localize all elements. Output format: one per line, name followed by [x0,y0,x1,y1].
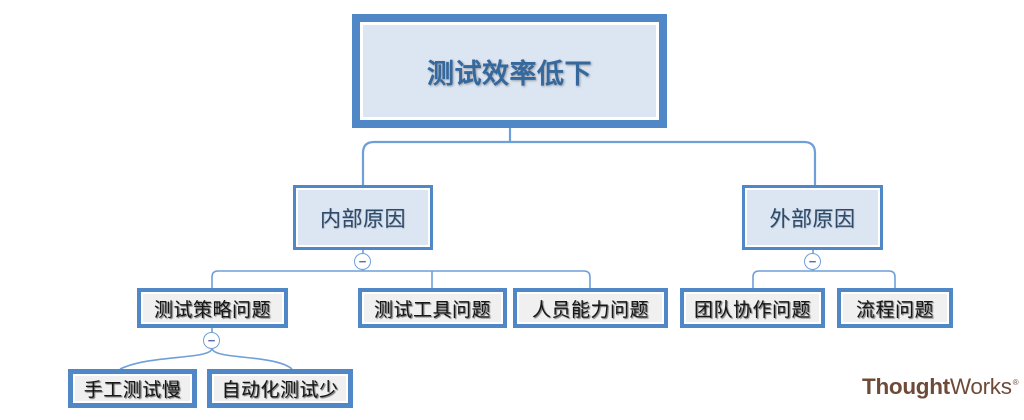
node-root-label: 测试效率低下 [427,58,592,89]
node-internal-causes-label: 内部原因 [320,207,406,231]
collapse-toggle-external[interactable]: − [804,253,821,270]
connector-root-branches [361,140,817,186]
node-manual-testing-slow[interactable]: 手工测试慢 [68,369,197,408]
minus-icon: − [808,253,817,269]
node-test-strategy[interactable]: 测试策略问题 [137,288,288,328]
registered-mark-icon: ® [1012,378,1019,387]
connector-strategy-right-curve [211,347,293,370]
collapse-toggle-strategy[interactable]: − [203,332,220,349]
node-process-label: 流程问题 [855,299,934,321]
node-teamwork[interactable]: 团队协作问题 [680,288,825,328]
node-test-tools-label: 测试工具问题 [373,299,491,321]
node-external-causes[interactable]: 外部原因 [742,185,883,250]
node-internal-causes[interactable]: 内部原因 [293,185,433,250]
connector-strategy-left-curve [119,347,213,370]
node-people-skills-label: 人员能力问题 [531,299,649,321]
logo-text-regular: Works [949,374,1012,399]
node-test-tools[interactable]: 测试工具问题 [358,288,507,328]
node-root[interactable]: 测试效率低下 [352,14,667,128]
node-process[interactable]: 流程问题 [837,288,953,328]
node-little-automation-label: 自动化测试少 [221,380,339,401]
node-teamwork-label: 团队协作问题 [693,299,811,321]
node-little-automation[interactable]: 自动化测试少 [207,369,353,408]
connector-external-bus [752,270,896,288]
node-manual-testing-slow-label: 手工测试慢 [83,380,182,401]
thoughtworks-logo: ThoughtWorks® [862,374,1019,400]
minus-icon: − [207,332,216,348]
logo-text-bold: Thought [862,374,950,399]
minus-icon: − [358,253,367,269]
node-test-strategy-label: 测试策略问题 [153,299,271,321]
node-people-skills[interactable]: 人员能力问题 [513,288,668,328]
node-external-causes-label: 外部原因 [769,207,856,231]
collapse-toggle-internal[interactable]: − [354,253,371,270]
connector-internal-bus [211,270,591,288]
